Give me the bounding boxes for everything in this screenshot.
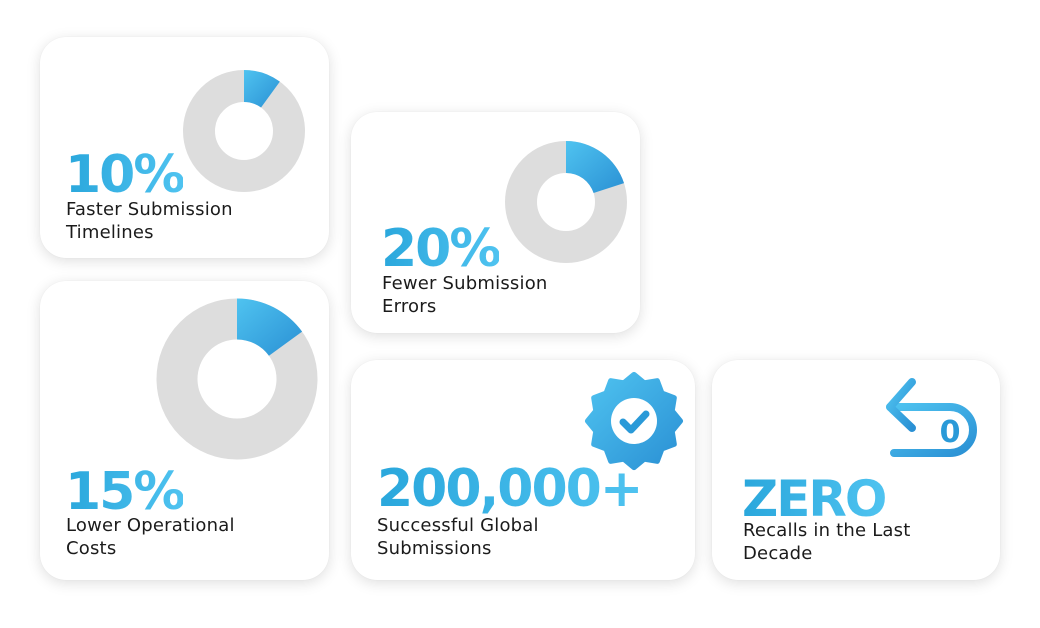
stat-headline-zero-recalls: ZERO [742, 470, 887, 528]
donut-chart-fewer-errors [505, 141, 627, 263]
stat-label-line2: Timelines [66, 222, 154, 243]
stat-label-line1: Lower Operational [66, 515, 235, 536]
stat-label-line1: Fewer Submission [382, 273, 548, 294]
stat-label-global-submissions: Successful Global Submissions [377, 514, 539, 560]
stat-card-fewer-errors: 20% Fewer Submission Errors [351, 112, 640, 333]
donut-chart-faster-timelines [183, 70, 305, 192]
stat-card-global-submissions: 200,000+ Successful Global Submissions [351, 360, 695, 580]
donut-value-slice [244, 70, 280, 108]
undo-icon-zero: 0 [940, 415, 961, 450]
donut-chart-lower-costs [156, 298, 318, 460]
stat-headline-lower-costs: 15% [65, 462, 185, 522]
undo-zero-icon: 0 [886, 378, 977, 457]
stat-label-faster-timelines: Faster Submission Timelines [66, 198, 233, 244]
stat-card-zero-recalls: 0 ZERO Recalls in the Last Decade [712, 360, 1000, 580]
stat-label-line2: Submissions [377, 538, 492, 559]
donut-value-slice [566, 141, 625, 194]
stat-label-line2: Errors [382, 296, 437, 317]
stat-label-line2: Decade [743, 543, 813, 564]
stat-label-fewer-errors: Fewer Submission Errors [382, 272, 548, 318]
verified-badge-icon [585, 372, 683, 470]
stat-label-line1: Recalls in the Last [743, 520, 911, 541]
stat-label-lower-costs: Lower Operational Costs [66, 514, 235, 560]
donut-value-slice [237, 298, 303, 356]
stat-label-line2: Costs [66, 538, 117, 559]
stat-label-zero-recalls: Recalls in the Last Decade [743, 519, 911, 565]
stat-headline-faster-timelines: 10% [65, 145, 185, 205]
badge-inner-circle [611, 398, 657, 444]
stat-card-lower-costs: 15% Lower Operational Costs [40, 281, 329, 580]
check-icon [619, 410, 650, 434]
stat-headline-global-submissions: 200,000+ [377, 459, 643, 519]
stat-label-line1: Faster Submission [66, 199, 233, 220]
stat-headline-fewer-errors: 20% [381, 219, 501, 279]
stat-card-faster-timelines: 10% Faster Submission Timelines [40, 37, 329, 258]
stat-label-line1: Successful Global [377, 515, 539, 536]
